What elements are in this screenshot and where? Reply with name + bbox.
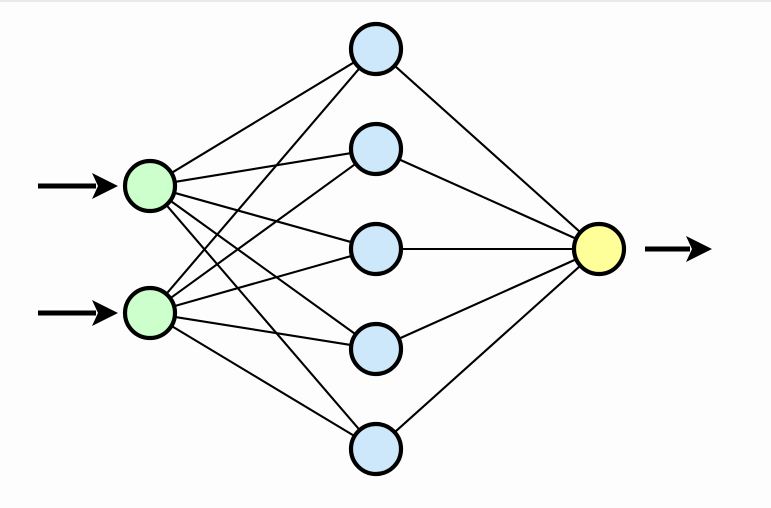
edge-i1-h2: [172, 151, 354, 184]
nodes-group: [122, 21, 627, 477]
output-arrow: [645, 236, 712, 262]
edge-h1-o1: [392, 63, 583, 235]
input-arrow-top: [38, 173, 118, 199]
edge-i1-h3: [171, 191, 355, 244]
node-h2[interactable]: [348, 121, 404, 177]
edge-h4-o1: [396, 257, 579, 341]
hidden-node-circle-h5[interactable]: [348, 421, 404, 477]
edge-i1-h1: [169, 60, 357, 175]
hidden-node-circle-h3[interactable]: [348, 221, 404, 277]
output-node-circle-o1[interactable]: [571, 221, 627, 277]
edge-i2-h4: [172, 315, 354, 347]
top-edge-hairline: [0, 0, 771, 2]
hidden-node-circle-h4[interactable]: [348, 321, 404, 377]
arrows-group: [38, 173, 712, 326]
input-arrow-top-head: [92, 173, 118, 199]
node-o1[interactable]: [571, 221, 627, 277]
node-i2[interactable]: [122, 285, 178, 341]
edge-h2-o1: [396, 157, 579, 241]
input-arrow-bottom: [38, 300, 118, 326]
edge-h5-o1: [392, 263, 583, 435]
edge-i2-h3: [171, 254, 355, 308]
node-h4[interactable]: [348, 321, 404, 377]
edge-i2-h5: [169, 324, 357, 438]
input-node-circle-i1[interactable]: [122, 158, 178, 214]
node-i1[interactable]: [122, 158, 178, 214]
hidden-node-circle-h2[interactable]: [348, 121, 404, 177]
hidden-node-circle-h1[interactable]: [348, 21, 404, 77]
input-arrow-bottom-head: [92, 300, 118, 326]
output-arrow-head: [686, 236, 712, 262]
input-node-circle-i2[interactable]: [122, 285, 178, 341]
node-h5[interactable]: [348, 421, 404, 477]
edge-i2-h1: [164, 65, 362, 297]
edges-group: [164, 60, 583, 438]
edge-i1-h5: [164, 202, 362, 433]
edge-i1-h4: [168, 198, 358, 337]
node-h3[interactable]: [348, 221, 404, 277]
edge-i2-h2: [167, 161, 359, 301]
node-h1[interactable]: [348, 21, 404, 77]
